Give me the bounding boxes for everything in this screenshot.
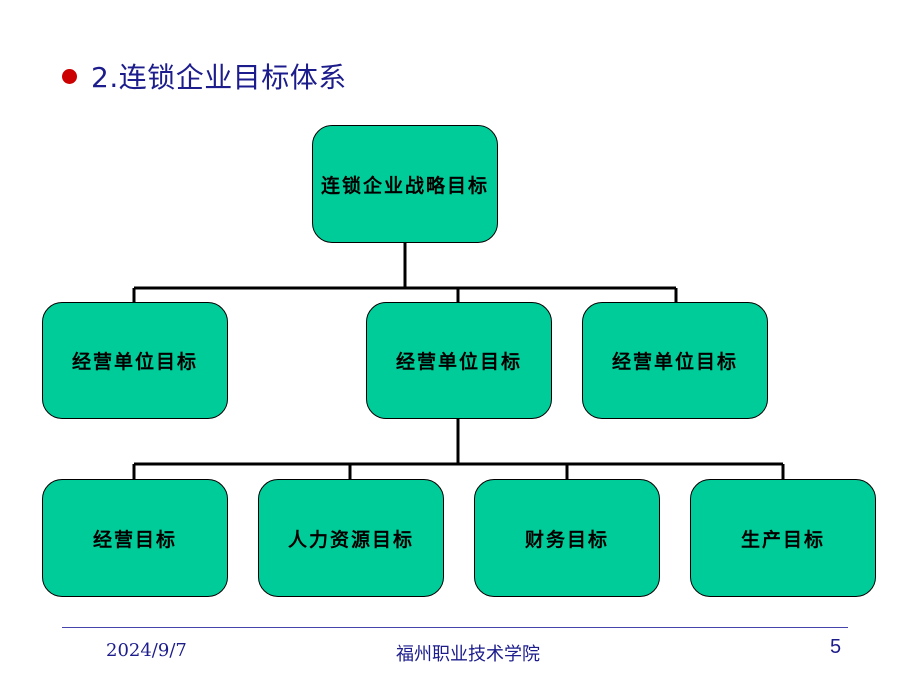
level2-node-right: 经营单位目标 [582, 302, 768, 419]
page-number: 5 [830, 636, 842, 658]
footer-school: 福州职业技术学院 [396, 644, 540, 665]
level3-node-2: 人力资源目标 [258, 479, 444, 597]
level3-node-4: 生产目标 [690, 479, 876, 597]
level2-node-mid: 经营单位目标 [366, 302, 552, 419]
slide-title-row: 2.连锁企业目标体系 [62, 56, 347, 96]
footer-date: 2024/9/7 [106, 640, 187, 661]
bullet-icon [62, 68, 77, 84]
slide-title: 2.连锁企业目标体系 [91, 61, 347, 94]
footer-divider [62, 627, 848, 628]
level3-node-3: 财务目标 [474, 479, 660, 597]
level2-node-left: 经营单位目标 [42, 302, 228, 419]
level3-node-1: 经营目标 [42, 479, 228, 597]
root-node: 连锁企业战略目标 [312, 125, 498, 243]
